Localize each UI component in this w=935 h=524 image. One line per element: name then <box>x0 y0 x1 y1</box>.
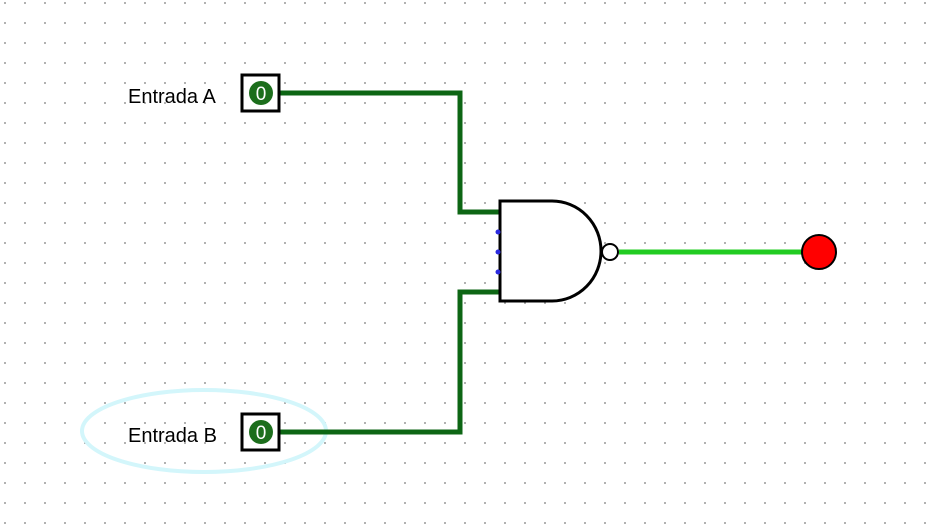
input-pin-b[interactable]: 0 <box>240 412 281 452</box>
gate-pin-dot <box>495 249 501 255</box>
nand-gate[interactable] <box>495 199 619 303</box>
input-a-value: 0 <box>256 84 267 105</box>
input-b-label: Entrada B <box>128 425 217 447</box>
gate-pin-dot <box>495 229 501 235</box>
gate-pin-dot <box>495 269 501 275</box>
wire-input-b[interactable] <box>280 289 502 435</box>
nand-inversion-bubble <box>601 243 619 261</box>
input-b-value: 0 <box>256 423 267 444</box>
output-led[interactable] <box>801 234 837 270</box>
wire-input-a[interactable] <box>280 90 502 215</box>
input-a-label: Entrada A <box>128 86 216 108</box>
input-pin-a[interactable]: 0 <box>240 73 281 113</box>
